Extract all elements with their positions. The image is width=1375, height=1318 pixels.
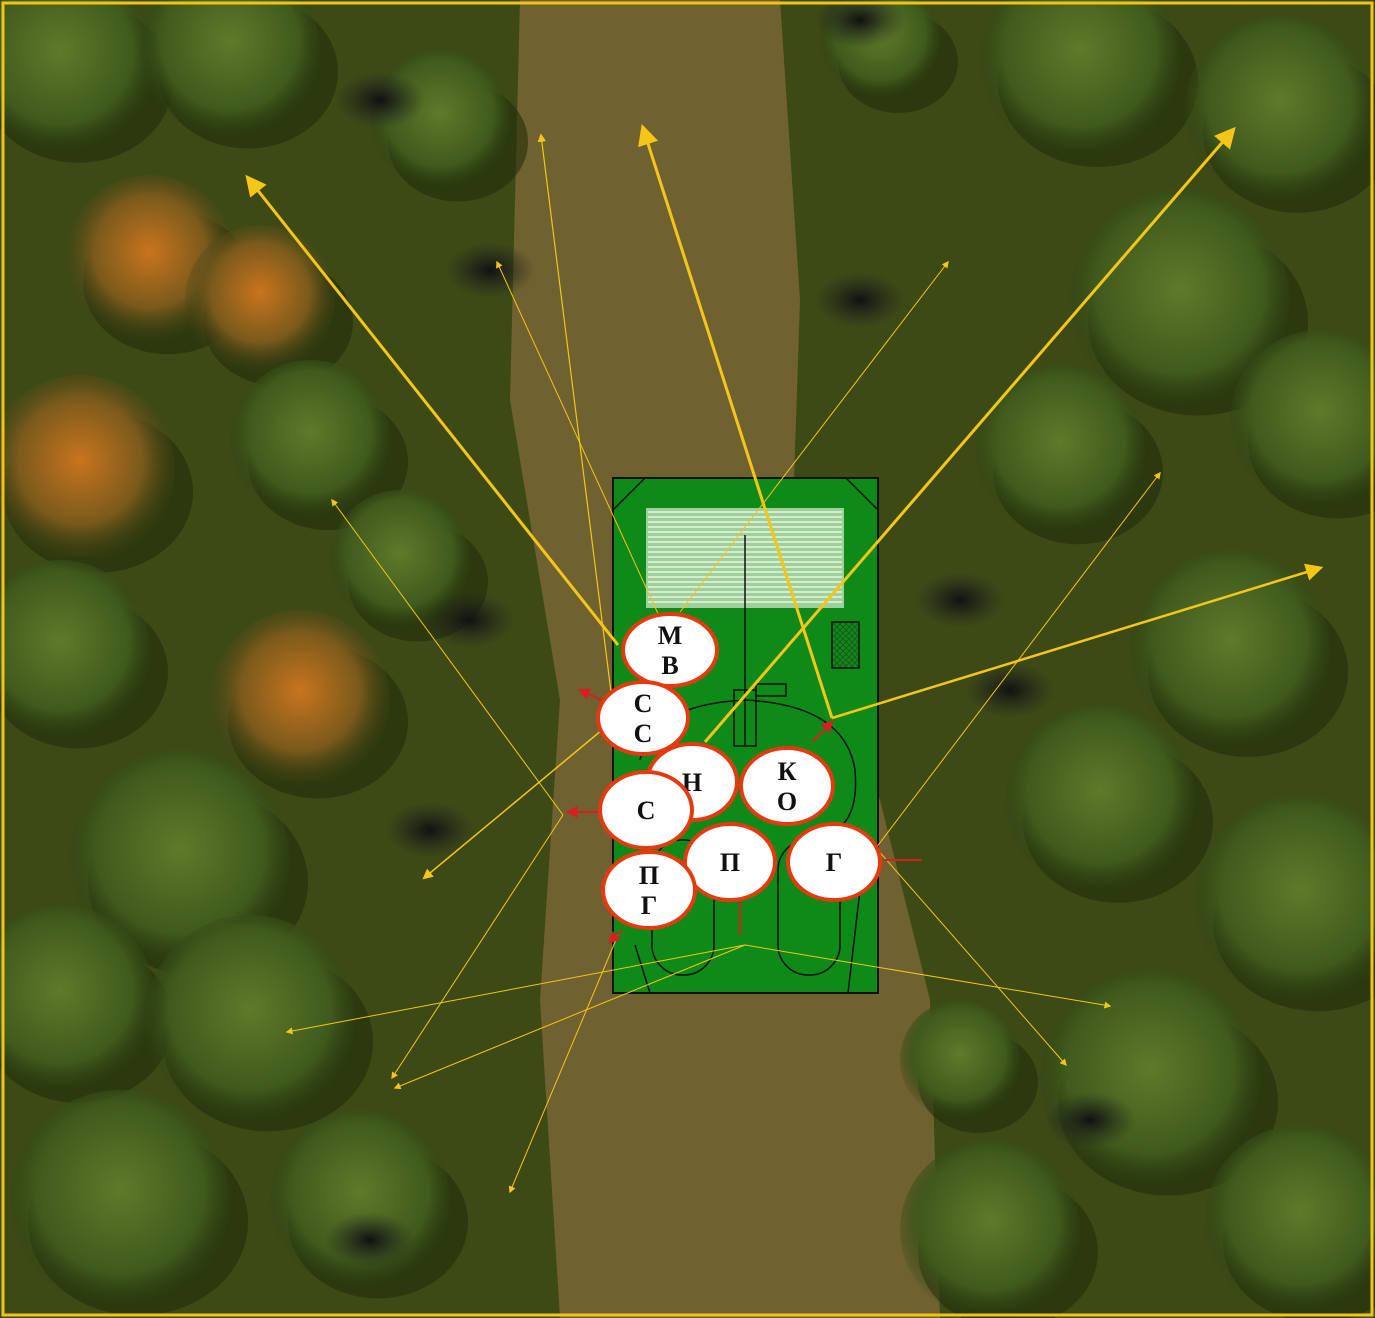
crew-node-s: С [600, 772, 692, 848]
crew-node-label: Г [641, 891, 658, 920]
crew-node-label: С [634, 719, 653, 748]
crater [425, 592, 515, 648]
crew-node-p: П [685, 824, 775, 900]
crew-node-label: С [634, 689, 653, 718]
crater [445, 242, 535, 298]
crew-node-label: К [778, 757, 797, 786]
crew-node-label: М [658, 621, 683, 650]
crater [335, 72, 425, 128]
crew-node-label: О [777, 787, 797, 816]
crew-node-pg: ПГ [603, 852, 695, 928]
crew-node-mv: МВ [623, 614, 717, 686]
crew-node-g: Г [788, 824, 880, 900]
crater [815, 272, 905, 328]
crater [1045, 1092, 1135, 1148]
crew-node-label: П [720, 848, 740, 877]
crater [915, 572, 1005, 628]
crew-node-label: С [637, 796, 656, 825]
crew-node-label: П [639, 861, 659, 890]
crater [385, 802, 475, 858]
crew-node-label: Г [826, 848, 843, 877]
crater [325, 1212, 415, 1268]
crew-node-ss: СС [598, 682, 688, 754]
crew-node-ko: КО [741, 748, 833, 824]
hatch-icon [832, 622, 859, 668]
crew-node-label: В [661, 651, 678, 680]
